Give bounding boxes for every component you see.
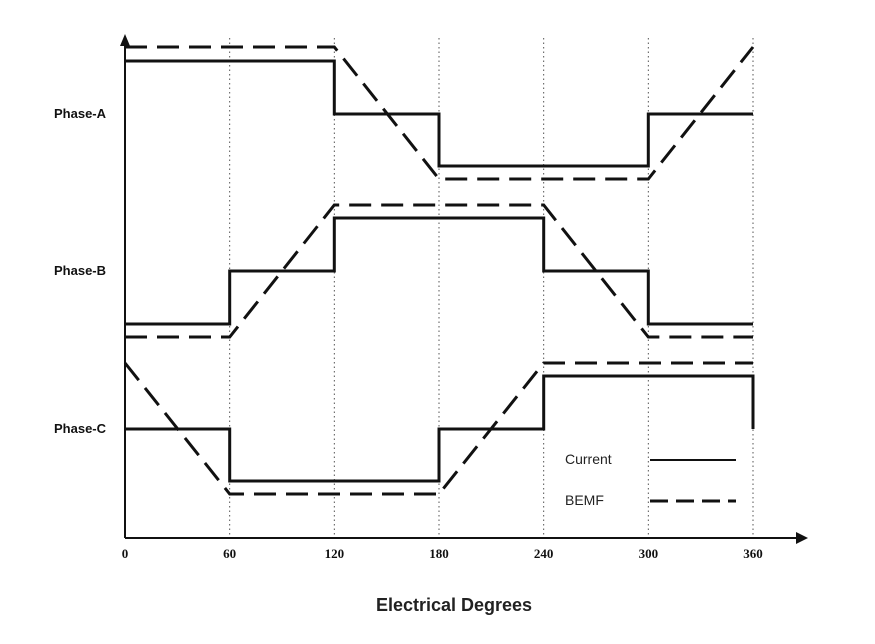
x-tick-label-300: 300 <box>639 546 659 561</box>
x-axis-title: Electrical Degrees <box>376 595 532 615</box>
y-axis-arrow <box>120 34 130 46</box>
x-tick-label-240: 240 <box>534 546 554 561</box>
legend-label-bemf: BEMF <box>565 492 604 508</box>
phase-a-label: Phase-A <box>54 106 107 121</box>
phase-b-label: Phase-B <box>54 263 106 278</box>
x-tick-label-60: 60 <box>223 546 236 561</box>
phase-a-current-line <box>125 59 753 168</box>
axes-layer <box>120 34 808 544</box>
phase-c-label: Phase-C <box>54 421 107 436</box>
x-tick-label-360: 360 <box>743 546 763 561</box>
phase-c-bemf-line <box>123 361 753 496</box>
series-layer <box>123 45 755 496</box>
phase-b-current-line <box>125 216 753 326</box>
x-tick-label-0: 0 <box>122 546 129 561</box>
x-axis-arrow <box>796 532 808 544</box>
x-tick-label-180: 180 <box>429 546 449 561</box>
labels-layer: 0 60 120 180 240 300 360 Phase-A Phase-B Phase-C E… <box>54 106 763 615</box>
legend-label-current: Current <box>565 451 612 467</box>
phase-c-current-line <box>125 374 755 483</box>
x-tick-label-120: 120 <box>325 546 345 561</box>
phase-a-bemf-line <box>125 45 755 181</box>
